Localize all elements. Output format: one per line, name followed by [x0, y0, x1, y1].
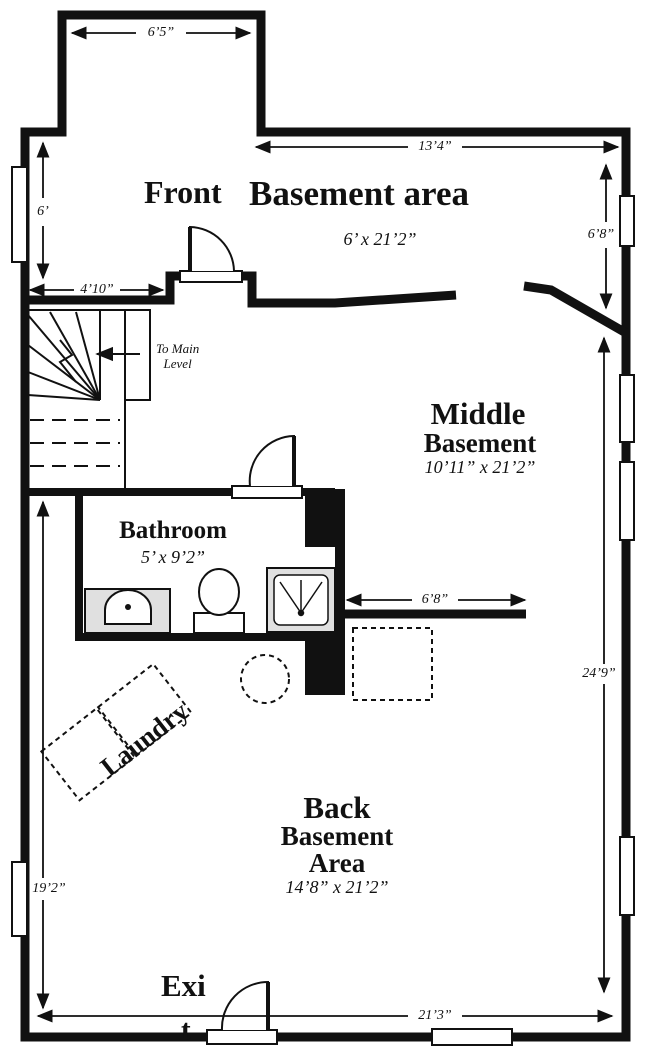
- bathroom-wall-column-lower: [305, 633, 345, 695]
- dim-bottom-width: 21’3”: [418, 1008, 452, 1023]
- dim-front-left-height: 6’: [37, 204, 49, 219]
- dim-left-height: 19’2”: [32, 881, 66, 896]
- stair-break-symbol: [58, 339, 77, 383]
- front-partition-left: [25, 271, 457, 308]
- front-door[interactable]: [179, 225, 243, 283]
- stair-treads: [27, 310, 126, 467]
- back-room-label-2: Basement: [280, 821, 394, 851]
- bathroom-wall-left: [75, 492, 305, 641]
- back-room-label: Back: [303, 790, 371, 825]
- dim-front-right-height: 6’8”: [587, 227, 615, 242]
- front-room-label: Front: [144, 174, 222, 210]
- appliance-outline: [352, 627, 433, 701]
- dim-middle-wall: 6’8”: [421, 592, 449, 607]
- bathroom-label: Bathroom: [119, 517, 227, 544]
- front-partition-right: [523, 281, 629, 337]
- window: [11, 166, 635, 1046]
- front-room-size: 6’ x 21’2”: [343, 229, 417, 249]
- bathroom-door[interactable]: [231, 434, 303, 499]
- middle-room-label-2: Basement: [423, 428, 537, 458]
- middle-room-size: 10’11” x 21’2”: [424, 457, 536, 477]
- back-room-size: 14’8” x 21’2”: [285, 877, 389, 897]
- shower-drain-icon: [279, 580, 323, 617]
- water-heater-outline: [240, 654, 290, 704]
- bathroom-wall-column-upper: [305, 489, 345, 547]
- dim-right-height: 24’9”: [582, 666, 616, 681]
- exit-door[interactable]: [206, 980, 278, 1045]
- outer-wall: [20, 10, 631, 1042]
- toilet-bowl-icon: [198, 568, 240, 616]
- dim-front-right-width: 13’4”: [418, 139, 452, 154]
- back-room-label-3: Area: [308, 848, 366, 878]
- stair-enclosure: [28, 309, 151, 490]
- exit-label: Exi: [161, 968, 206, 1003]
- dim-top-width: 6’5”: [147, 25, 175, 40]
- bathroom-wall-column: [335, 545, 345, 642]
- middle-room-label: Middle: [430, 396, 526, 431]
- stairs-note: To Main Level: [156, 341, 200, 371]
- dim-stair-width: 4’10”: [80, 282, 114, 297]
- exit-label-2: t: [181, 1014, 191, 1046]
- sink-drain-icon: [125, 604, 131, 610]
- bathroom-size: 5’ x 9’2”: [141, 547, 205, 567]
- basement-area-label: Basement area: [249, 174, 469, 213]
